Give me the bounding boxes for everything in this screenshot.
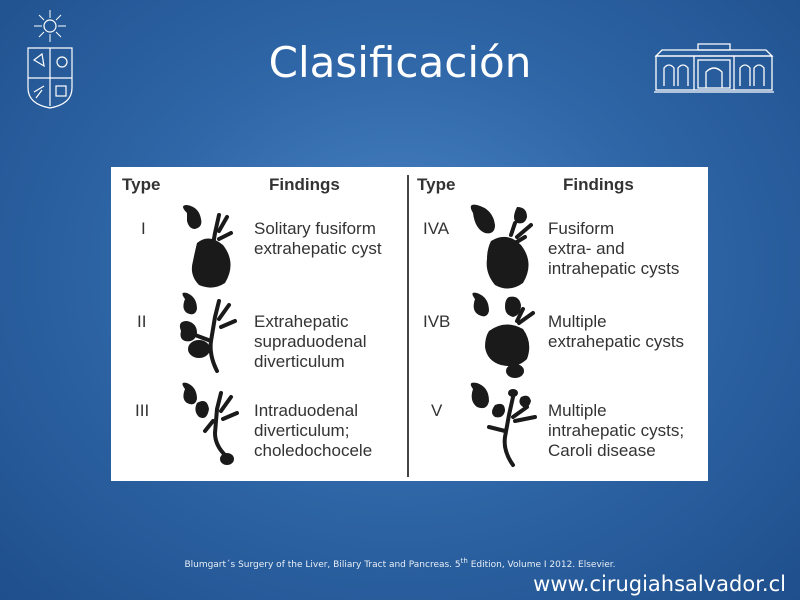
citation-text: Blumgart´s Surgery of the Liver, Biliary… xyxy=(184,560,461,570)
hospital-building-icon xyxy=(654,43,774,93)
cyst-type-iva-icon xyxy=(470,204,533,289)
column-divider xyxy=(407,175,409,477)
type-label: IVB xyxy=(423,312,451,331)
type-label: V xyxy=(431,401,443,420)
type-header-left: Type xyxy=(122,175,161,194)
findings-text: Intraduodenal diverticulum; choledochoce… xyxy=(254,401,373,460)
cyst-type-i-icon xyxy=(183,205,233,288)
cyst-type-ii-icon xyxy=(179,292,237,373)
findings-header-right: Findings xyxy=(563,175,634,194)
type-label: III xyxy=(135,401,150,420)
citation: Blumgart´s Surgery of the Liver, Biliary… xyxy=(0,557,800,570)
findings-text: Multiple intrahepatic cysts; Caroli dise… xyxy=(548,401,685,460)
type-header-right: Type xyxy=(417,175,456,194)
findings-text: Multiple extrahepatic cysts xyxy=(548,312,685,351)
cyst-type-v-icon xyxy=(470,382,537,467)
cyst-type-ivb-icon xyxy=(472,292,535,378)
slide-title: Clasificación xyxy=(268,38,532,87)
findings-header-left: Findings xyxy=(269,175,340,194)
website-url: www.cirugiahsalvador.cl xyxy=(533,572,786,596)
findings-text: Fusiform extra- and intrahepatic cysts xyxy=(548,219,680,278)
cyst-type-iii-icon xyxy=(182,382,239,465)
citation-text-end: Edition, Volume I 2012. Elsevier. xyxy=(467,560,616,570)
type-label: I xyxy=(141,219,146,238)
university-seal-icon xyxy=(27,10,73,109)
citation-superscript: th xyxy=(460,557,468,565)
choledochal-cyst-classification-figure: Type Findings Type Findings I Solitary f… xyxy=(111,167,708,481)
type-label: IVA xyxy=(423,219,450,238)
findings-text: Solitary fusiform extrahepatic cyst xyxy=(254,219,382,258)
type-label: II xyxy=(137,312,147,331)
findings-text: Extrahepatic supraduodenal diverticulum xyxy=(254,312,367,371)
